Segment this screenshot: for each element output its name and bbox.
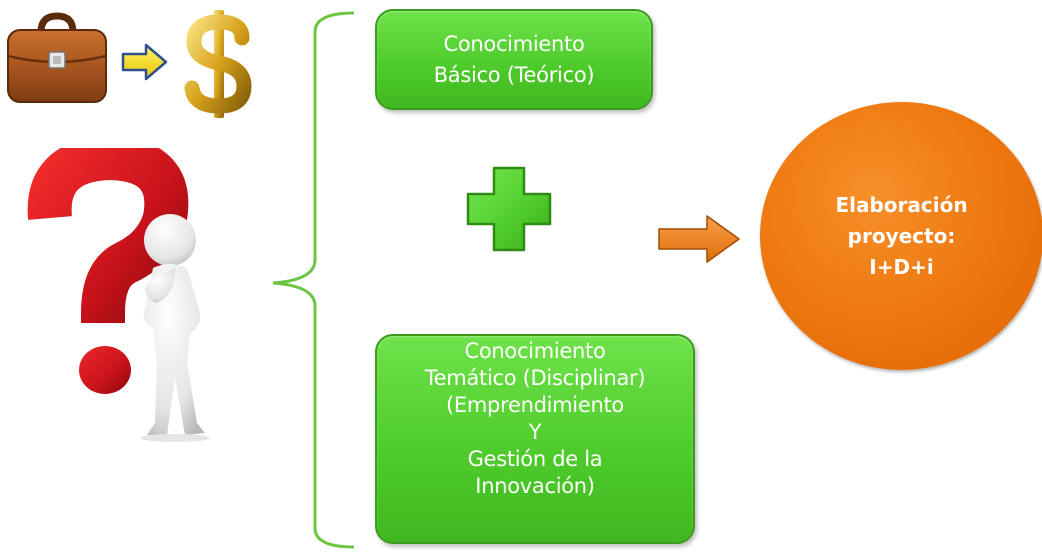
dollar-sign-icon [184,10,252,118]
left-illustrations [0,0,252,445]
project-result-circle: Elaboración proyecto: I+D+i [760,102,1042,370]
arrow-right-icon [121,43,168,81]
box-text-line: Básico (Teórico) [433,62,595,87]
circle-text-line: Elaboración [835,192,968,217]
box-text-line: Conocimiento [464,339,606,363]
box-text-line: Innovación) [475,474,595,498]
curly-brace [272,11,355,549]
box-text-line: Temático (Disciplinar) [424,366,646,390]
box-text-line: Conocimiento [443,31,585,56]
box-text-line: (Emprendimiento [446,393,624,417]
arrow-right-icon [658,215,740,263]
briefcase-icon [7,12,107,103]
box-text-line: Y [528,420,542,444]
box-text-line: Gestión de la [467,447,603,471]
basic-knowledge-box: Conocimiento Básico (Teórico) [375,9,653,110]
question-mark-person-icon [27,148,210,442]
circle-text-line: I+D+i [869,254,934,279]
thematic-knowledge-box: Conocimiento Temático (Disciplinar) (Emp… [375,334,695,544]
circle-text-line: proyecto: [847,223,956,248]
plus-icon [466,166,552,252]
